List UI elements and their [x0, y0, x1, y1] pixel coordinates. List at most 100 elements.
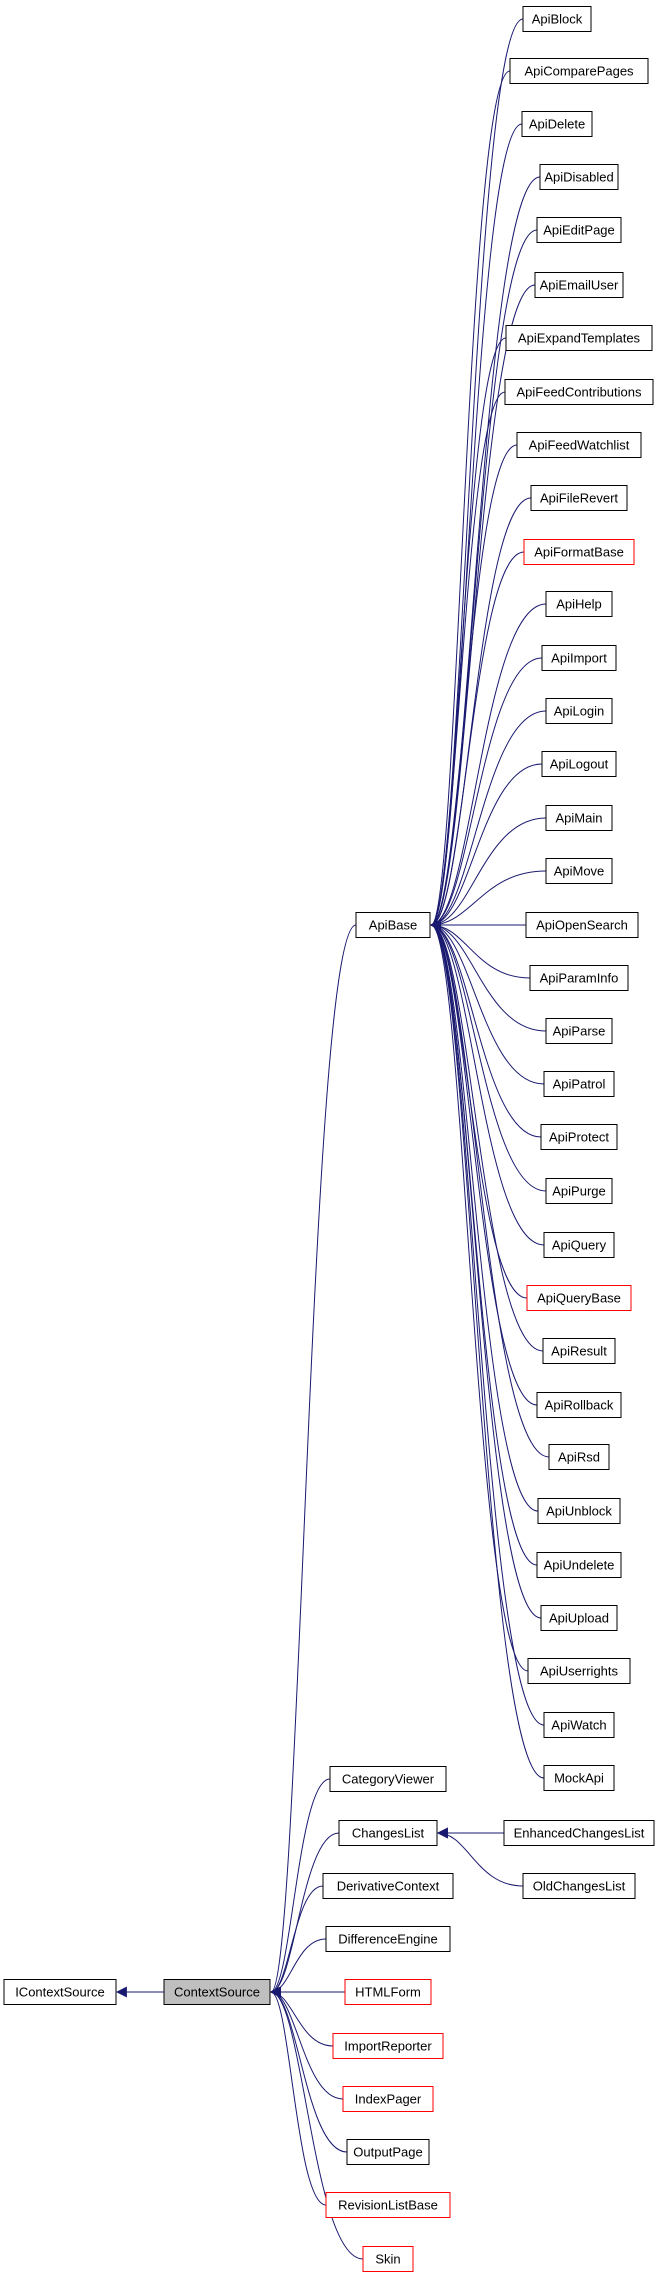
- node-api-delete[interactable]: ApiDelete: [521, 111, 593, 137]
- node-box: [540, 1124, 618, 1150]
- node-box: [503, 1820, 655, 1846]
- node-i-context-source[interactable]: IContextSource: [3, 1979, 117, 2005]
- node-box: [522, 1873, 636, 1899]
- edge-revision-list-base-to-context-source: [269, 1986, 327, 2206]
- node-box: [542, 1338, 616, 1364]
- node-api-main[interactable]: ApiMain: [545, 805, 613, 831]
- node-label: ApiQuery: [552, 1238, 607, 1253]
- node-label: ApiRollback: [545, 1398, 614, 1413]
- node-index-pager[interactable]: IndexPager: [342, 2086, 434, 2112]
- node-api-edit-page[interactable]: ApiEditPage: [536, 217, 622, 243]
- node-api-purge[interactable]: ApiPurge: [545, 1178, 613, 1204]
- node-box: [530, 485, 628, 511]
- node-context-source[interactable]: ContextSource: [163, 1979, 271, 2005]
- node-api-expand-templates[interactable]: ApiExpandTemplates: [505, 325, 653, 351]
- node-api-base[interactable]: ApiBase: [355, 912, 431, 938]
- node-api-format-base[interactable]: ApiFormatBase: [523, 539, 635, 565]
- node-box: [534, 272, 624, 298]
- node-label: ApiFeedWatchlist: [529, 438, 630, 453]
- node-api-feed-contributions[interactable]: ApiFeedContributions: [504, 379, 654, 405]
- node-label: ApiExpandTemplates: [518, 331, 641, 346]
- node-output-page[interactable]: OutputPage: [346, 2139, 430, 2165]
- node-api-unblock[interactable]: ApiUnblock: [537, 1498, 621, 1524]
- node-box: [541, 645, 617, 671]
- edge-api-main-to-api-base: [429, 817, 547, 931]
- node-api-rollback[interactable]: ApiRollback: [536, 1392, 622, 1418]
- node-box: [545, 698, 613, 724]
- node-api-query-base[interactable]: ApiQueryBase: [526, 1285, 632, 1311]
- node-label: DerivativeContext: [337, 1879, 440, 1894]
- node-enhanced-changes-list[interactable]: EnhancedChangesList: [503, 1820, 655, 1846]
- node-api-result[interactable]: ApiResult: [542, 1338, 616, 1364]
- node-box: [322, 1873, 454, 1899]
- node-label: ContextSource: [174, 1985, 260, 2000]
- node-box: [332, 2033, 444, 2059]
- node-api-logout[interactable]: ApiLogout: [541, 751, 617, 777]
- node-derivative-context[interactable]: DerivativeContext: [322, 1873, 454, 1899]
- node-api-patrol[interactable]: ApiPatrol: [543, 1071, 615, 1097]
- node-category-viewer[interactable]: CategoryViewer: [329, 1766, 447, 1792]
- node-label: ApiFormatBase: [534, 545, 624, 560]
- node-api-undelete[interactable]: ApiUndelete: [536, 1552, 622, 1578]
- node-label: IContextSource: [15, 1985, 105, 2000]
- node-api-import[interactable]: ApiImport: [541, 645, 617, 671]
- edge-api-feed-watchlist-to-api-base: [429, 444, 518, 931]
- node-box: [325, 1926, 451, 1952]
- edge-api-purge-to-api-base: [429, 919, 547, 1192]
- node-api-upload[interactable]: ApiUpload: [540, 1605, 618, 1631]
- node-api-userrights[interactable]: ApiUserrights: [527, 1658, 631, 1684]
- edge-api-undelete-to-api-base: [429, 919, 538, 1566]
- node-html-form[interactable]: HTMLForm: [344, 1979, 432, 2005]
- edge-mock-api-to-api-base: [429, 919, 545, 1779]
- node-api-disabled[interactable]: ApiDisabled: [539, 164, 619, 190]
- node-label: ApiUserrights: [540, 1664, 619, 1679]
- node-api-compare-pages[interactable]: ApiComparePages: [509, 58, 649, 84]
- node-box: [525, 912, 639, 938]
- node-api-param-info[interactable]: ApiParamInfo: [529, 965, 629, 991]
- node-box: [536, 1552, 622, 1578]
- edge-old-changes-list-to-changes-list: [436, 1827, 524, 1887]
- node-revision-list-base[interactable]: RevisionListBase: [325, 2192, 451, 2218]
- node-label: ApiMove: [554, 864, 605, 879]
- node-mock-api[interactable]: MockApi: [543, 1765, 615, 1791]
- node-api-block[interactable]: ApiBlock: [522, 6, 592, 32]
- node-api-rsd[interactable]: ApiRsd: [548, 1444, 610, 1470]
- node-label: ApiRsd: [558, 1450, 600, 1465]
- edge-api-block-to-api-base: [429, 18, 524, 931]
- node-api-open-search[interactable]: ApiOpenSearch: [525, 912, 639, 938]
- edge-skin-to-context-source: [269, 1986, 364, 2260]
- node-difference-engine[interactable]: DifferenceEngine: [325, 1926, 451, 1952]
- node-label: ApiComparePages: [524, 64, 634, 79]
- node-api-file-revert[interactable]: ApiFileRevert: [530, 485, 628, 511]
- node-api-parse[interactable]: ApiParse: [545, 1018, 613, 1044]
- edge-api-parse-to-api-base: [429, 919, 547, 1032]
- node-label: ApiDisabled: [544, 170, 613, 185]
- edge-api-import-to-api-base: [429, 657, 543, 931]
- node-box: [344, 1979, 432, 2005]
- node-api-protect[interactable]: ApiProtect: [540, 1124, 618, 1150]
- node-label: ApiDelete: [529, 117, 585, 132]
- edge-api-upload-to-api-base: [429, 919, 542, 1619]
- node-api-help[interactable]: ApiHelp: [545, 591, 613, 617]
- node-box: [325, 2192, 451, 2218]
- node-api-email-user[interactable]: ApiEmailUser: [534, 272, 624, 298]
- node-import-reporter[interactable]: ImportReporter: [332, 2033, 444, 2059]
- node-box: [523, 539, 635, 565]
- node-api-move[interactable]: ApiMove: [545, 858, 613, 884]
- node-api-watch[interactable]: ApiWatch: [543, 1712, 615, 1738]
- node-box: [163, 1979, 271, 2005]
- node-api-feed-watchlist[interactable]: ApiFeedWatchlist: [516, 432, 642, 458]
- node-old-changes-list[interactable]: OldChangesList: [522, 1873, 636, 1899]
- node-box: [536, 217, 622, 243]
- node-label: ApiPatrol: [553, 1077, 606, 1092]
- node-label: ApiEditPage: [543, 223, 615, 238]
- node-skin[interactable]: Skin: [362, 2246, 414, 2272]
- node-api-login[interactable]: ApiLogin: [545, 698, 613, 724]
- node-label: ApiLogin: [554, 704, 605, 719]
- node-api-query[interactable]: ApiQuery: [543, 1232, 615, 1258]
- node-changes-list[interactable]: ChangesList: [338, 1820, 438, 1846]
- edge-api-email-user-to-api-base: [429, 284, 536, 931]
- node-label: ApiUnblock: [546, 1504, 612, 1519]
- edge-api-userrights-to-api-base: [429, 919, 529, 1672]
